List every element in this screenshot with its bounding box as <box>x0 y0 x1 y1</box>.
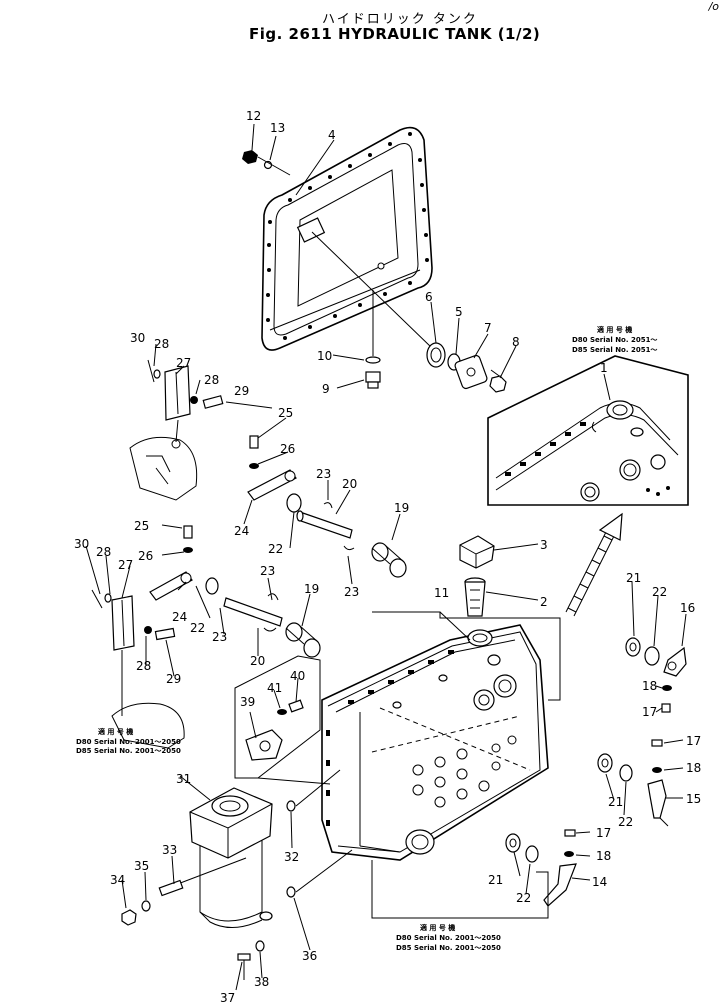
inset-top-line-2: D85 Serial No. 2051～ <box>572 346 657 354</box>
callout-38: 38 <box>254 975 269 989</box>
callout-28b: 28 <box>204 373 219 387</box>
inset-top-right <box>487 355 689 506</box>
cap-part-3 <box>459 535 495 569</box>
callout-6: 6 <box>425 290 433 304</box>
callout-26b: 26 <box>138 549 153 563</box>
brackets-parts-14-15-16 <box>543 646 687 907</box>
callout-24b: 24 <box>172 610 187 624</box>
callout-35: 35 <box>134 859 149 873</box>
inset-left-line-1: D80 Serial No. 2001～2050 <box>76 738 181 746</box>
inset-left-line-2: D85 Serial No. 2001～2050 <box>76 747 181 755</box>
lever-assembly-upper <box>129 359 297 501</box>
callout-11: 11 <box>434 586 449 600</box>
callout-3: 3 <box>540 538 548 552</box>
title-japanese: ハイドロリック タンク <box>322 12 478 27</box>
callout-41: 41 <box>267 681 282 695</box>
callout-23a: 23 <box>316 467 331 481</box>
callout-9: 9 <box>322 382 330 396</box>
callout-19a: 19 <box>394 501 409 515</box>
cover-plate-parts-5-6-7-8 <box>311 231 507 393</box>
bolt-part-12 <box>242 150 291 176</box>
callout-2: 2 <box>540 595 548 609</box>
washers-parts-21-22 <box>205 493 660 863</box>
callout-27a: 27 <box>176 356 191 370</box>
drain-plug-part-9 <box>365 290 381 389</box>
callout-31: 31 <box>176 772 191 786</box>
callout-labels: 1 2 3 4 5 6 7 8 9 10 11 12 13 14 15 16 1… <box>74 109 701 1005</box>
callout-37: 37 <box>220 991 235 1005</box>
callout-18a: 18 <box>642 679 657 693</box>
inset-bottom-heading: 適 用 号 機 <box>420 923 455 932</box>
pin-roller-parts-19-20-23 <box>223 502 407 658</box>
inset-top-heading: 適 用 号 機 <box>597 325 632 334</box>
callout-7: 7 <box>484 321 492 335</box>
callout-18b: 18 <box>686 761 701 775</box>
callout-22c: 22 <box>516 891 531 905</box>
leader-lines <box>85 123 687 991</box>
inset-parts-39-41 <box>234 655 331 785</box>
callout-25a: 25 <box>278 406 293 420</box>
callout-20a: 20 <box>342 477 357 491</box>
inset-left-heading: 適 用 号 機 <box>98 727 133 736</box>
callout-34: 34 <box>110 873 125 887</box>
figure-title: Fig. 2611 HYDRAULIC TANK (1/2) <box>249 25 541 43</box>
callout-33: 33 <box>162 843 177 857</box>
callout-1: 1 <box>600 361 608 375</box>
callout-5: 5 <box>455 305 463 319</box>
strainer-part-2 <box>464 577 486 617</box>
callout-22d: 22 <box>268 542 283 556</box>
tank-body-part-11 <box>321 624 549 861</box>
lever-assembly-lower <box>91 525 193 749</box>
callout-24a: 24 <box>234 524 249 538</box>
callout-15: 15 <box>686 792 701 806</box>
callout-23c: 23 <box>260 564 275 578</box>
callout-16: 16 <box>680 601 695 615</box>
leader-11 <box>439 611 471 641</box>
callout-13: 13 <box>270 121 285 135</box>
callout-30a: 30 <box>130 331 145 345</box>
callout-22e: 22 <box>190 621 205 635</box>
corner-mark: /o <box>708 0 719 13</box>
callout-30b: 30 <box>74 537 89 551</box>
callout-23b: 23 <box>344 585 359 599</box>
callout-10: 10 <box>317 349 332 363</box>
tank-cover-part-4 <box>261 126 433 351</box>
callout-28a: 28 <box>154 337 169 351</box>
callout-17a: 17 <box>642 705 657 719</box>
callout-4: 4 <box>328 128 336 142</box>
callout-22a: 22 <box>652 585 667 599</box>
callout-27b: 27 <box>118 558 133 572</box>
leader-bracket-bottom <box>371 860 549 919</box>
callout-21b: 21 <box>608 795 623 809</box>
callout-19b: 19 <box>304 582 319 596</box>
inset-bottom-line-2: D85 Serial No. 2001～2050 <box>396 944 501 952</box>
callout-23d: 23 <box>212 630 227 644</box>
callout-17b: 17 <box>686 734 701 748</box>
inset-top-line-1: D80 Serial No. 2051～ <box>572 336 657 344</box>
callout-18c: 18 <box>596 849 611 863</box>
callout-8: 8 <box>512 335 520 349</box>
callout-20b: 20 <box>250 654 265 668</box>
callout-36: 36 <box>302 949 317 963</box>
callout-21c: 21 <box>488 873 503 887</box>
callout-17c: 17 <box>596 826 611 840</box>
callout-14: 14 <box>592 875 607 889</box>
callout-12: 12 <box>246 109 261 123</box>
callout-40: 40 <box>290 669 305 683</box>
callout-29a: 29 <box>234 384 249 398</box>
callout-26a: 26 <box>280 442 295 456</box>
callout-21a: 21 <box>626 571 641 585</box>
callout-32: 32 <box>284 850 299 864</box>
inset-bottom-line-1: D80 Serial No. 2001～2050 <box>396 934 501 942</box>
callout-29b: 29 <box>166 672 181 686</box>
callout-22b: 22 <box>618 815 633 829</box>
callout-39: 39 <box>240 695 255 709</box>
filter-part-31 <box>121 769 353 980</box>
callout-28d: 28 <box>136 659 151 673</box>
callout-28c: 28 <box>96 545 111 559</box>
callout-25b: 25 <box>134 519 149 533</box>
reference-arrow <box>565 512 623 617</box>
